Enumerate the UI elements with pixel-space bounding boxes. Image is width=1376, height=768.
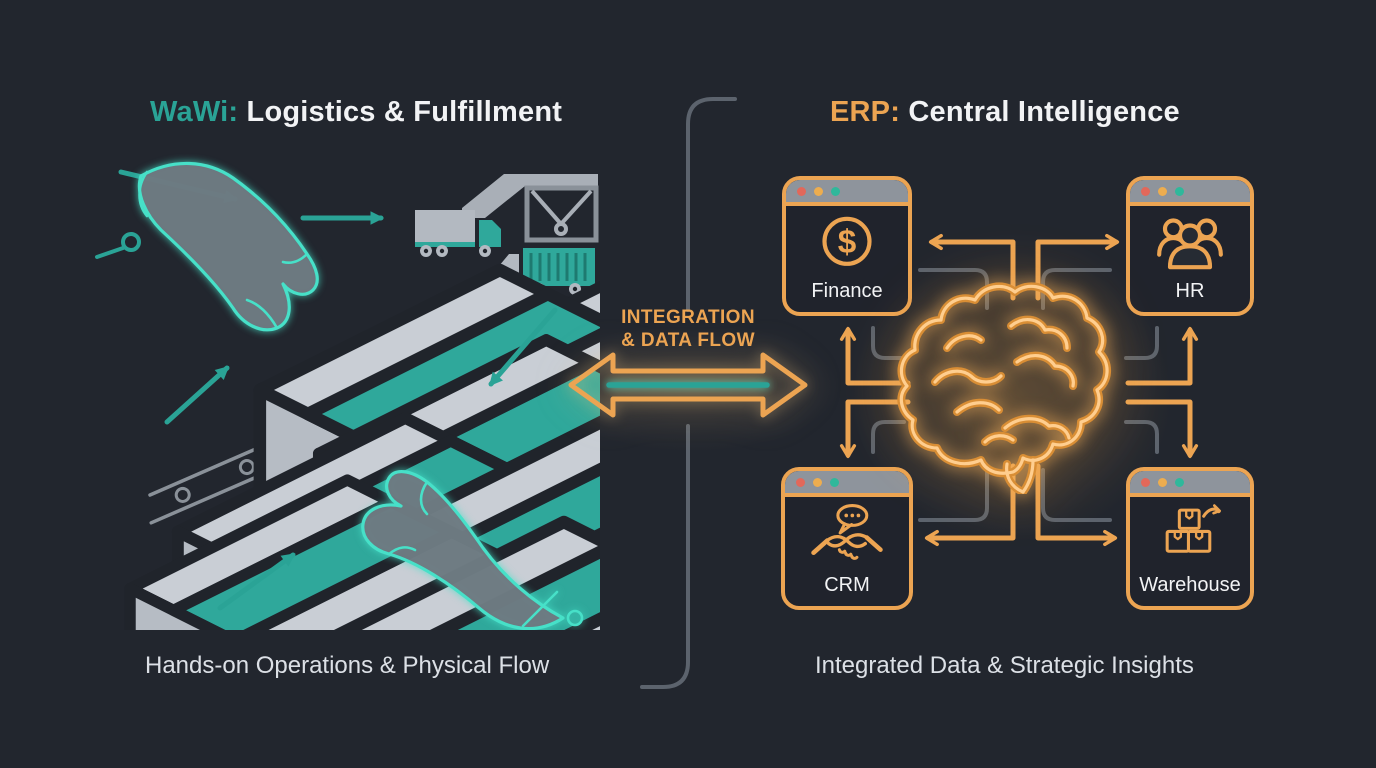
module-label: Warehouse [1139, 574, 1241, 596]
arrow-outline [568, 352, 808, 418]
right-panel-title: ERP: Central Intelligence [830, 96, 1180, 129]
module-card-warehouse: Warehouse [1126, 467, 1254, 610]
window-dot-orange [1158, 477, 1167, 487]
center-divider [640, 97, 737, 689]
integration-label: INTEGRATION & DATA FLOW [563, 306, 813, 352]
window-dot-orange [813, 477, 822, 487]
arrow-down-to-crm-icon [839, 399, 911, 459]
left-title-prefix: WaWi: [150, 96, 239, 128]
module-card-hr: HR [1126, 176, 1254, 316]
hand-placing-box-icon [361, 470, 584, 630]
dollar-glyph: $ [838, 224, 857, 261]
warehouse-crane-icon [462, 174, 599, 243]
brain-icon [893, 282, 1125, 494]
arrow-down-to-warehouse-icon [1125, 399, 1199, 459]
arrow-to-hr-icon [1035, 233, 1120, 301]
handshake-chat-icon [785, 497, 909, 574]
tick-line [95, 246, 125, 259]
hand-picking-box-icon [137, 161, 319, 332]
window-dot-orange [1158, 186, 1167, 196]
arrow-to-warehouse-icon [1035, 463, 1118, 547]
double-headed-arrow-icon [568, 352, 808, 418]
team-people-icon [1130, 206, 1250, 280]
arrow-up-to-finance-icon [839, 326, 911, 386]
module-label: HR [1175, 280, 1205, 302]
arrow-to-finance-icon [928, 233, 1016, 301]
window-dot-red [1141, 477, 1150, 487]
window-dot-red [796, 477, 805, 487]
window-dot-teal [831, 186, 840, 196]
module-label: CRM [824, 574, 870, 596]
flow-arrow-icon [488, 307, 558, 387]
window-titlebar [786, 180, 908, 206]
module-card-crm: CRM [781, 467, 913, 610]
stacked-boxes-icon [1130, 497, 1250, 574]
dollar-circle-icon: $ [786, 206, 908, 280]
window-titlebar [1130, 180, 1250, 206]
window-titlebar [1130, 471, 1250, 497]
delivery-truck-icon [415, 210, 501, 257]
cardboard-boxes [128, 268, 600, 630]
roller-dot-icon [121, 232, 141, 252]
integration-label-line1: INTEGRATION [621, 307, 755, 328]
window-titlebar [785, 471, 909, 497]
arrow-up-to-hr-icon [1125, 326, 1199, 386]
flow-arrow-icon [217, 552, 296, 611]
window-dot-red [1141, 186, 1150, 196]
right-title-main: Central Intelligence [908, 96, 1180, 128]
left-panel-title: WaWi: Logistics & Fulfillment [150, 96, 562, 129]
right-title-prefix: ERP: [830, 96, 901, 128]
window-dot-teal [1175, 477, 1184, 487]
module-label: Finance [811, 280, 883, 302]
window-dot-orange [814, 186, 823, 196]
module-card-finance: $ Finance [782, 176, 912, 316]
integration-label-line2: & DATA FLOW [621, 330, 755, 351]
flow-arrow-icon [164, 365, 230, 425]
window-dot-teal [830, 477, 839, 487]
left-caption: Hands-on Operations & Physical Flow [145, 652, 550, 679]
erp-connectors [839, 233, 1199, 547]
window-dot-red [797, 186, 806, 196]
circuit-traces [871, 268, 1159, 522]
logistics-illustration [95, 161, 600, 630]
window-dot-teal [1175, 186, 1184, 196]
data-arrows [839, 233, 1199, 547]
left-title-main: Logistics & Fulfillment [246, 96, 563, 128]
right-caption: Integrated Data & Strategic Insights [815, 652, 1194, 679]
